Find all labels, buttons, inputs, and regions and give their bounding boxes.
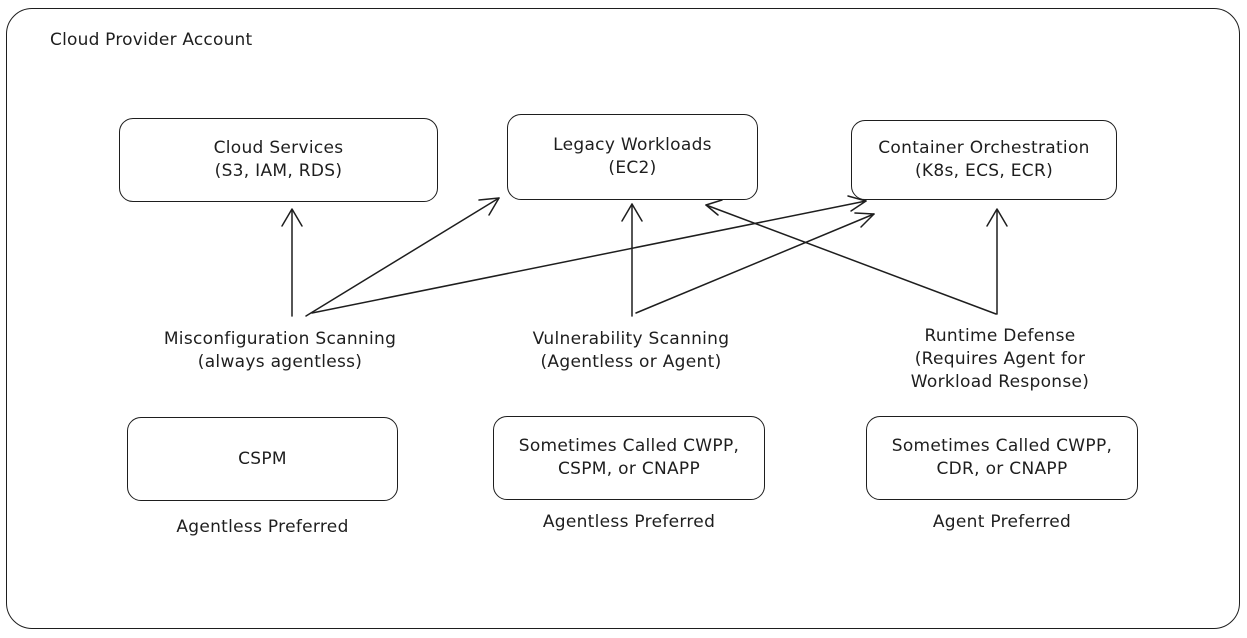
- container-orchestration-box: Container Orchestration (K8s, ECS, ECR): [851, 120, 1117, 200]
- arrow-misconfig-to-cloud-services: [281, 208, 303, 317]
- arrow-vulnerability-to-legacy-workloads: [621, 203, 643, 317]
- category-line: CSPM, or CNAPP: [557, 459, 701, 479]
- arrow-runtime-to-container-orchestration: [986, 208, 1008, 315]
- note-text: Agentless Preferred: [176, 517, 349, 537]
- legacy-workloads-examples: (EC2): [608, 158, 657, 178]
- cloud-services-name: Cloud Services: [213, 138, 344, 158]
- cloud-services-examples: (S3, IAM, RDS): [214, 161, 343, 181]
- legacy-workloads-box: Legacy Workloads (EC2): [507, 114, 758, 200]
- vulnerability-category-box: Sometimes Called CWPP, CSPM, or CNAPP: [493, 416, 765, 500]
- cspm-note: Agentless Preferred: [127, 516, 398, 539]
- capability-line: (always agentless): [197, 352, 363, 372]
- arrow-misconfig-to-legacy-workloads: [305, 197, 500, 317]
- capability-line: (Agentless or Agent): [540, 352, 722, 372]
- category-line: Sometimes Called CWPP,: [891, 436, 1113, 456]
- runtime-category-note: Agent Preferred: [866, 511, 1138, 534]
- arrow-runtime-to-legacy-workloads: [705, 199, 997, 315]
- runtime-defense-label: Runtime Defense (Requires Agent for Work…: [880, 325, 1120, 394]
- vulnerability-scanning-label: Vulnerability Scanning (Agentless or Age…: [503, 328, 759, 374]
- category-line: CSPM: [238, 448, 287, 469]
- boundary-title: Cloud Provider Account: [50, 30, 253, 50]
- legacy-workloads-name: Legacy Workloads: [553, 135, 712, 155]
- arrow-misconfig-to-container-orchestration: [311, 195, 867, 314]
- container-orchestration-examples: (K8s, ECS, ECR): [914, 161, 1054, 181]
- category-line: Sometimes Called CWPP,: [518, 436, 740, 456]
- container-orchestration-name: Container Orchestration: [878, 138, 1090, 158]
- arrow-vulnerability-to-container-orchestration: [635, 212, 875, 314]
- capability-line: Workload Response): [910, 372, 1090, 392]
- note-text: Agent Preferred: [932, 512, 1072, 532]
- note-text: Agentless Preferred: [542, 512, 716, 532]
- capability-line: Misconfiguration Scanning: [163, 329, 397, 349]
- capability-line: (Requires Agent for: [914, 349, 1086, 369]
- vulnerability-category-note: Agentless Preferred: [493, 511, 765, 534]
- misconfiguration-scanning-label: Misconfiguration Scanning (always agentl…: [140, 328, 420, 374]
- capability-line: Vulnerability Scanning: [532, 329, 730, 349]
- runtime-category-box: Sometimes Called CWPP, CDR, or CNAPP: [866, 416, 1138, 500]
- cloud-provider-account-boundary: [6, 8, 1240, 629]
- cloud-services-box: Cloud Services (S3, IAM, RDS): [119, 118, 438, 202]
- cspm-box: CSPM: [127, 417, 398, 501]
- category-line: CDR, or CNAPP: [936, 459, 1068, 479]
- capability-line: Runtime Defense: [924, 326, 1076, 346]
